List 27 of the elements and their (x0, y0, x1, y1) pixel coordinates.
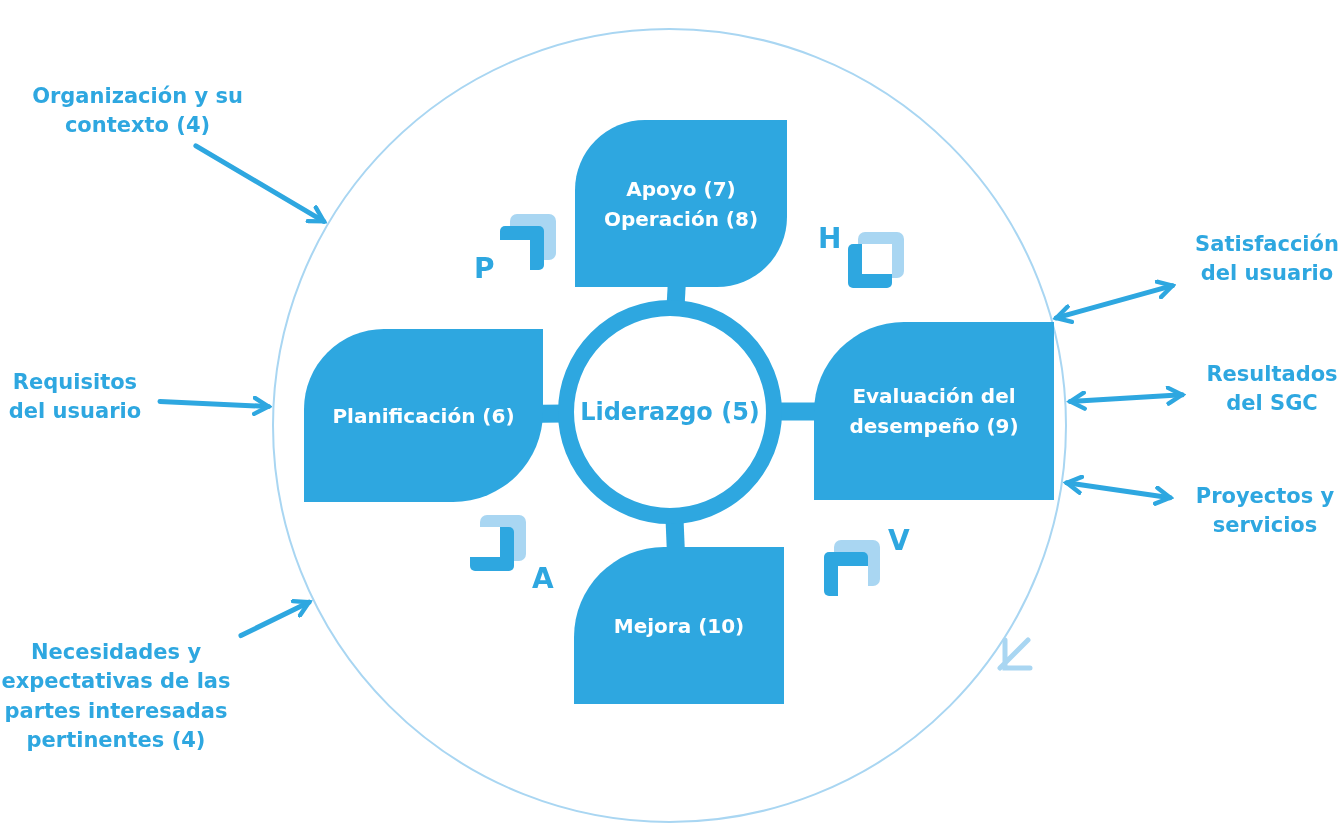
leaf-shape (575, 120, 787, 287)
leaf-shape (814, 322, 1054, 500)
leaf-label: Apoyo (7) (626, 175, 736, 203)
double-arrow (1067, 385, 1185, 411)
center-label: Liderazgo (5) (580, 398, 760, 426)
cycle-letter: A (532, 562, 554, 595)
double-arrow (1053, 279, 1175, 325)
outer-circle (272, 28, 1067, 823)
leaf-label: Mejora (10) (613, 612, 745, 640)
cycle-letter: P (474, 252, 495, 285)
input-label: Organización y su contexto (4) (20, 82, 255, 141)
double-arrow (1064, 474, 1173, 506)
arrow (193, 143, 327, 224)
cycle-letter: H (818, 222, 842, 255)
leaf-label: Operación (8) (603, 205, 759, 233)
arrow (157, 395, 271, 417)
leaf-shape (304, 329, 543, 502)
cycle-letter: V (888, 524, 910, 557)
leaf-shape (574, 547, 784, 704)
arrow (238, 599, 312, 639)
leaf-label: Planificación (6) (332, 402, 515, 430)
output-label: Resultados del SGC (1192, 360, 1339, 419)
output-label: Satisfacción del usuario (1182, 230, 1339, 289)
output-label: Proyectos y servicios (1180, 482, 1339, 541)
input-label: Necesidades y expectativas de las partes interesadas pertinentes (4) (0, 638, 232, 756)
input-label: Requisitos del usuario (0, 368, 150, 427)
leaf-label: Evaluación del desempeño (9) (848, 383, 1020, 440)
